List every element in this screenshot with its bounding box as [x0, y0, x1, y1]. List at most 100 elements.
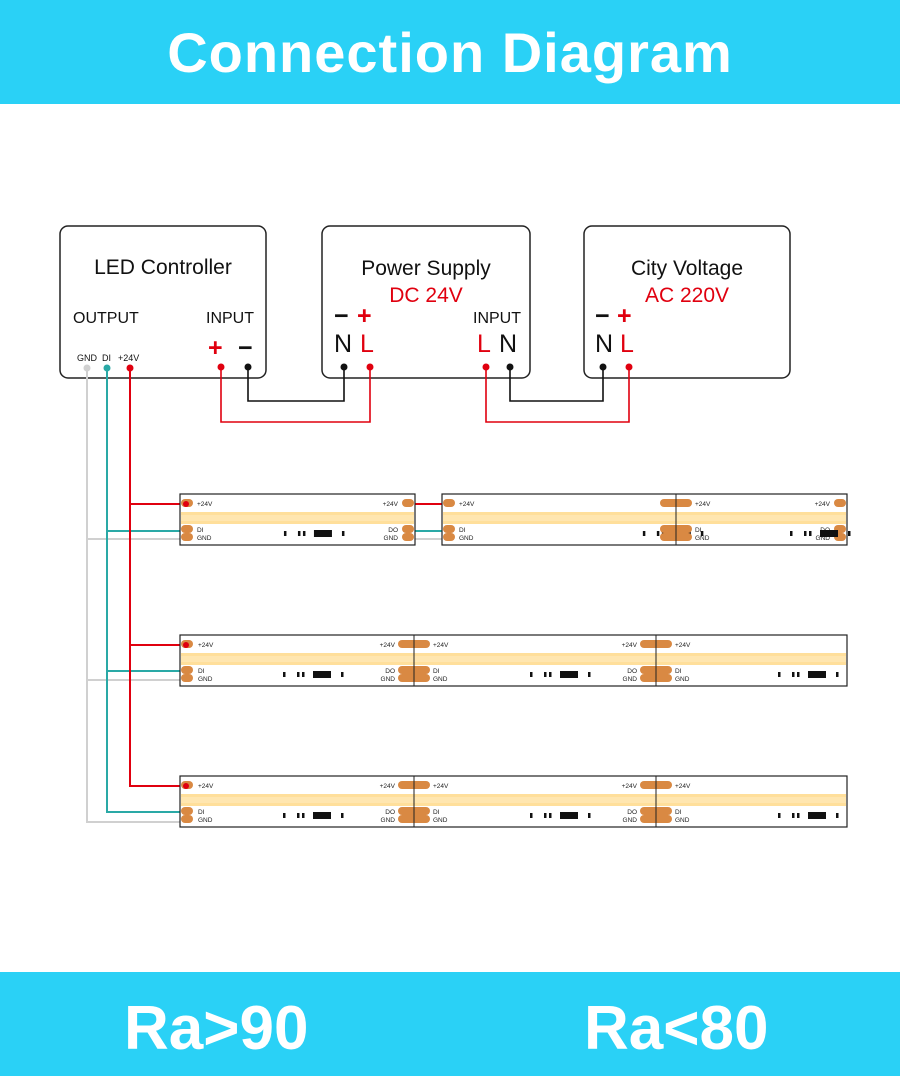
strip-label-do: DO — [627, 668, 637, 675]
resistor — [549, 813, 552, 818]
led-core — [443, 515, 846, 521]
strip-label-24v: +24V — [695, 501, 711, 508]
strip-label-di: DI — [198, 809, 205, 816]
controller-input-label: INPUT — [206, 310, 254, 327]
strip-label-gnd: GND — [459, 535, 474, 542]
strip-label-di: DI — [675, 668, 682, 675]
controller-pin-gnd: GND — [77, 353, 98, 363]
strip-label-24v: +24V — [198, 783, 214, 790]
city-voltage-box — [583, 225, 791, 379]
controller-ps-negative-wire — [247, 367, 345, 402]
strip-label-24v: +24V — [433, 642, 449, 649]
resistor — [302, 813, 305, 818]
solder-pad — [181, 533, 193, 541]
solder-pad — [181, 525, 193, 533]
resistor — [530, 813, 533, 818]
di-output-wire — [106, 368, 182, 813]
resistor — [797, 813, 800, 818]
header-banner: Connection Diagram — [0, 0, 900, 104]
resistor — [341, 531, 345, 536]
power-supply-box — [321, 225, 531, 379]
led-core — [181, 797, 846, 803]
ic-chip — [560, 812, 578, 819]
ps-input-l: L — [477, 330, 491, 358]
resistor — [588, 813, 591, 818]
supply-wires — [220, 367, 630, 423]
strip-label-24v: +24V — [622, 783, 638, 790]
resistor — [297, 672, 300, 677]
ic-chip — [560, 671, 578, 678]
resistor — [283, 531, 287, 536]
resistor — [588, 672, 591, 677]
gnd-output-wire — [86, 368, 182, 823]
controller-minus-terminal: − — [238, 334, 253, 362]
resistor — [544, 672, 547, 677]
wire-dot — [183, 642, 189, 648]
resistor — [283, 813, 286, 818]
solder-pad — [402, 533, 414, 541]
strip-label-24v: +24V — [622, 642, 638, 649]
strip-label-do: DO — [385, 809, 395, 816]
strip-label-do: DO — [385, 668, 395, 675]
page-title: Connection Diagram — [167, 20, 733, 84]
strip-label-gnd: GND — [675, 817, 690, 824]
solder-pad — [181, 674, 193, 682]
strip-label-gnd: GND — [433, 817, 448, 824]
ps-output-l: L — [360, 330, 374, 358]
ra-left-label: Ra>90 — [124, 994, 309, 1063]
strip-label-24v: +24V — [380, 783, 396, 790]
strip-label-24v: +24V — [675, 783, 691, 790]
resistor — [809, 531, 812, 536]
strip-label-24v: +24V — [383, 501, 399, 508]
strip-label-di: DI — [459, 527, 466, 534]
resistor — [302, 672, 305, 677]
ic-chip — [313, 671, 331, 678]
resistor — [297, 813, 300, 818]
ps-output-plus: + — [357, 302, 372, 330]
strip-label-24v: +24V — [197, 501, 213, 508]
resistor — [549, 672, 552, 677]
controller-output-wires — [86, 368, 446, 823]
city-l: L — [620, 330, 634, 358]
resistor — [797, 672, 800, 677]
strip-label-24v: +24V — [815, 501, 831, 508]
strip-label-di: DI — [433, 809, 440, 816]
strip-label-do: DO — [388, 527, 398, 534]
strip-label-gnd: GND — [623, 817, 638, 824]
resistor — [341, 672, 344, 677]
strip-label-24v: +24V — [380, 642, 396, 649]
controller-title: LED Controller — [94, 256, 232, 279]
wire-dot — [183, 501, 189, 507]
resistor — [642, 531, 646, 536]
controller-pin-24v: +24V — [118, 353, 139, 363]
resistor — [283, 672, 286, 677]
footer-banner: Ra>90 Ra<80 — [0, 972, 900, 1076]
v24-output-wire — [129, 368, 186, 787]
controller-plus-terminal: + — [208, 334, 223, 362]
strip-label-gnd: GND — [198, 676, 213, 683]
strip-label-di: DI — [695, 527, 702, 534]
resistor — [836, 672, 839, 677]
solder-pad — [402, 499, 414, 507]
solder-pad — [181, 666, 193, 674]
ps-output-n: N — [334, 330, 352, 358]
solder-pad — [443, 525, 455, 533]
wiring-diagram: LED Controller OUTPUT INPUT + − GND DI +… — [59, 225, 851, 828]
ra-right-label: Ra<80 — [584, 994, 769, 1063]
strip-label-24v: +24V — [459, 501, 475, 508]
strip-label-gnd: GND — [381, 817, 396, 824]
power-supply-title: Power Supply — [361, 257, 491, 280]
strip-label-gnd: GND — [198, 817, 213, 824]
resistor — [792, 672, 795, 677]
controller-output-dots — [83, 364, 134, 372]
resistor — [544, 813, 547, 818]
resistor — [790, 531, 793, 536]
strip-label-di: DI — [197, 527, 204, 534]
terminal-dots — [217, 363, 633, 371]
strip-label-di: DI — [433, 668, 440, 675]
strip-label-24v: +24V — [675, 642, 691, 649]
ps-input-n: N — [499, 330, 517, 358]
resistor — [778, 813, 781, 818]
controller-pin-di: DI — [102, 353, 111, 363]
ic-chip — [820, 530, 838, 537]
